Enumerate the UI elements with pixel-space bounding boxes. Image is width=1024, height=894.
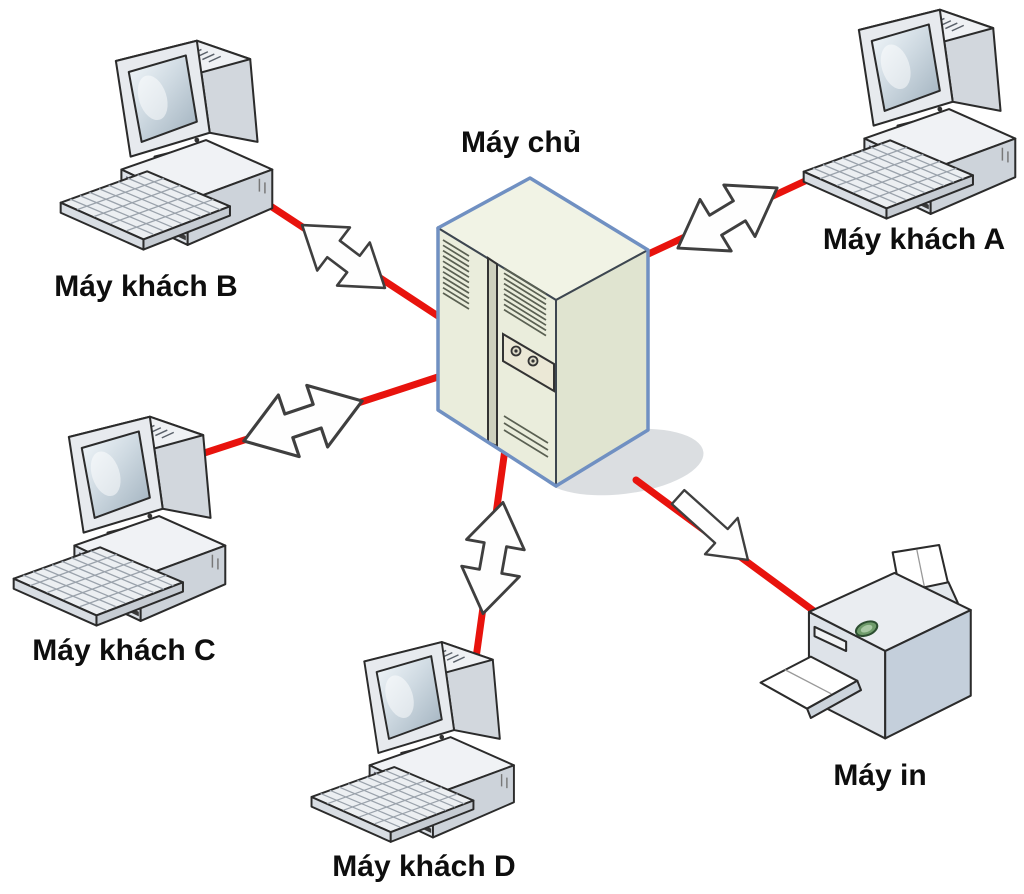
client-d-computer	[310, 641, 515, 843]
server-door-groove	[487, 256, 498, 448]
server-label: Máy chủ	[461, 126, 581, 159]
printer-front-slot	[813, 625, 848, 653]
server-tower	[435, 176, 651, 488]
client-d-label: Máy khách D	[332, 850, 515, 883]
printer-label: Máy in	[833, 759, 926, 792]
client-a-label: Máy khách A	[823, 223, 1005, 256]
client-c-computer	[12, 415, 227, 627]
double-arrow-icon	[452, 495, 534, 621]
client-b-label: Máy khách B	[54, 270, 237, 303]
double-arrow-icon	[660, 160, 795, 276]
double-arrow-icon	[231, 368, 375, 474]
double-arrow-icon	[284, 202, 403, 311]
server-blue-outline	[436, 176, 650, 488]
client-c-label: Máy khách C	[32, 634, 215, 667]
client-b-computer	[59, 39, 274, 251]
client-a-computer	[802, 8, 1017, 220]
printer-device	[759, 543, 972, 740]
